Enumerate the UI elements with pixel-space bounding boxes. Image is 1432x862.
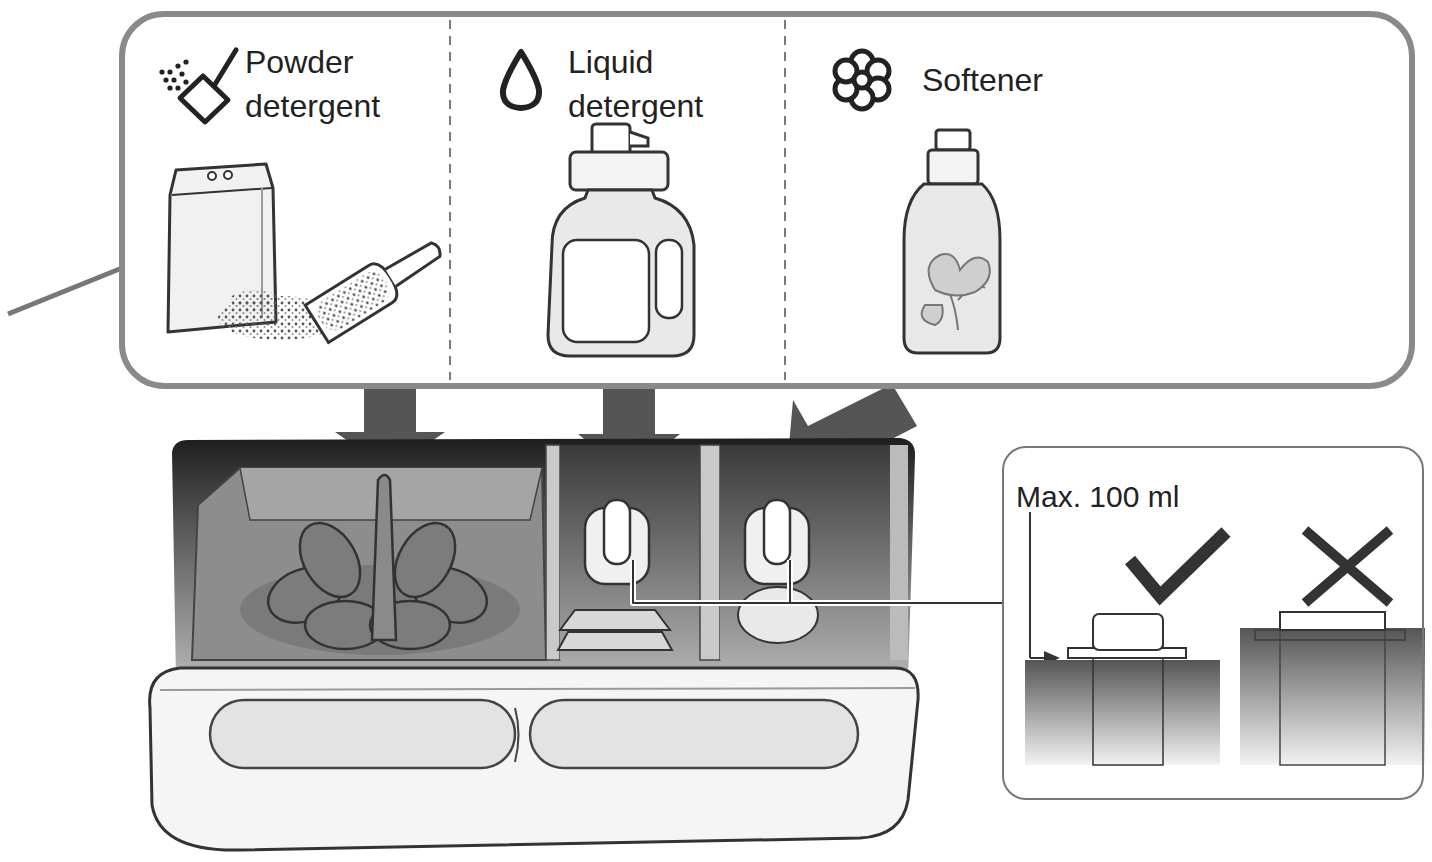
detergent-drawer <box>530 700 858 768</box>
leader-line <box>633 560 1002 603</box>
powder-icon <box>171 77 176 82</box>
detergent-drawer <box>192 468 546 660</box>
powder-icon <box>159 59 188 90</box>
detergent-drawer <box>372 475 396 640</box>
node-label: Softener <box>922 58 1162 102</box>
siphon-cap <box>764 500 790 564</box>
detergent-drawer <box>890 445 908 660</box>
softener-bottle <box>928 150 978 184</box>
detergent-drawer <box>287 512 372 607</box>
overfilled-level <box>1280 612 1385 630</box>
detergent-drawer <box>210 700 515 768</box>
liquid-bottle <box>592 124 630 154</box>
siphon-cap <box>585 500 809 584</box>
detergent-drawer <box>700 445 720 660</box>
detergent-drawer <box>150 438 919 850</box>
softener-bottle <box>929 254 990 296</box>
powder-bag <box>168 164 450 343</box>
divider-line <box>784 20 786 380</box>
product-column: Liquid detergent <box>568 40 768 140</box>
liquid-bottle <box>548 190 694 356</box>
overfilled-level <box>1280 628 1385 765</box>
leader-line <box>789 560 791 603</box>
leader-line <box>633 560 1002 603</box>
leader-line <box>633 560 1002 603</box>
liquid-bottle <box>563 240 649 342</box>
check-mark <box>1130 532 1226 596</box>
powder-icon <box>167 69 172 74</box>
liquid-icon <box>503 52 539 108</box>
divider-line <box>450 20 785 380</box>
max-level-pointer <box>1030 657 1046 659</box>
powder-bag <box>305 229 450 342</box>
liquid-bottle <box>656 240 682 318</box>
detergent-drawer <box>515 708 519 762</box>
product-column: Powder detergent <box>245 40 445 140</box>
powder-bag <box>224 171 232 179</box>
overfilled-level <box>1255 630 1405 640</box>
detergent-drawer <box>560 445 700 660</box>
powder-icon <box>167 85 172 90</box>
powder-icon <box>159 50 236 122</box>
max-level-pointer <box>1030 512 1060 665</box>
detergent-drawer <box>738 587 818 643</box>
product-column: Softener <box>922 58 1172 108</box>
softener-icon <box>835 51 889 109</box>
powder-icon <box>175 63 180 68</box>
powder-bag <box>230 290 280 310</box>
powder-icon <box>179 71 184 76</box>
liquid-bottle <box>630 132 648 146</box>
liquid-bottle <box>570 152 668 190</box>
powder-icon <box>214 50 236 86</box>
leader-line <box>787 560 793 603</box>
cross-mark <box>1305 530 1390 603</box>
detergent-drawer <box>560 610 670 630</box>
liquid-bottle <box>548 124 694 356</box>
powder-icon <box>175 85 180 90</box>
cross-mark <box>1305 530 1390 603</box>
detergent-drawer <box>546 445 560 660</box>
powder-bag <box>312 267 394 336</box>
inset-box: Max. 100 ml <box>1002 446 1424 800</box>
node-label: Max. 100 ml <box>1016 478 1316 516</box>
detergent-drawer <box>160 688 915 690</box>
correct-level <box>1093 614 1163 650</box>
powder-icon <box>159 69 164 74</box>
node-label: Powder detergent <box>245 40 430 128</box>
overfilled-level <box>1240 612 1425 765</box>
correct-level <box>1025 660 1220 765</box>
correct-level <box>1025 614 1220 765</box>
softener-bottle <box>936 130 970 150</box>
detergent-drawer <box>720 445 890 660</box>
detergent-drawer <box>172 438 915 680</box>
powder-icon <box>163 77 168 82</box>
softener-bottle <box>904 130 1000 353</box>
powder-bag <box>208 172 216 180</box>
powder-bag <box>172 188 272 195</box>
cross-mark <box>1305 530 1390 603</box>
powder-icon <box>180 76 228 122</box>
detergent-drawer <box>150 668 919 850</box>
divider-line <box>449 20 451 380</box>
siphon-cap <box>604 500 630 564</box>
detergent-drawer <box>558 587 818 650</box>
product-panel <box>122 14 1412 386</box>
leader-line <box>8 268 122 314</box>
powder-icon <box>183 59 188 64</box>
detergent-drawer <box>260 475 494 649</box>
softener-bottle <box>922 305 943 325</box>
powder-bag <box>385 239 444 286</box>
detergent-drawer <box>558 632 672 650</box>
overfilled-level <box>1240 628 1425 765</box>
softener-bottle <box>904 184 1000 353</box>
softener-icon <box>854 72 870 88</box>
powder-icon <box>183 79 188 84</box>
node-label: Liquid detergent <box>568 40 753 128</box>
max-level-pointer <box>1029 512 1031 658</box>
